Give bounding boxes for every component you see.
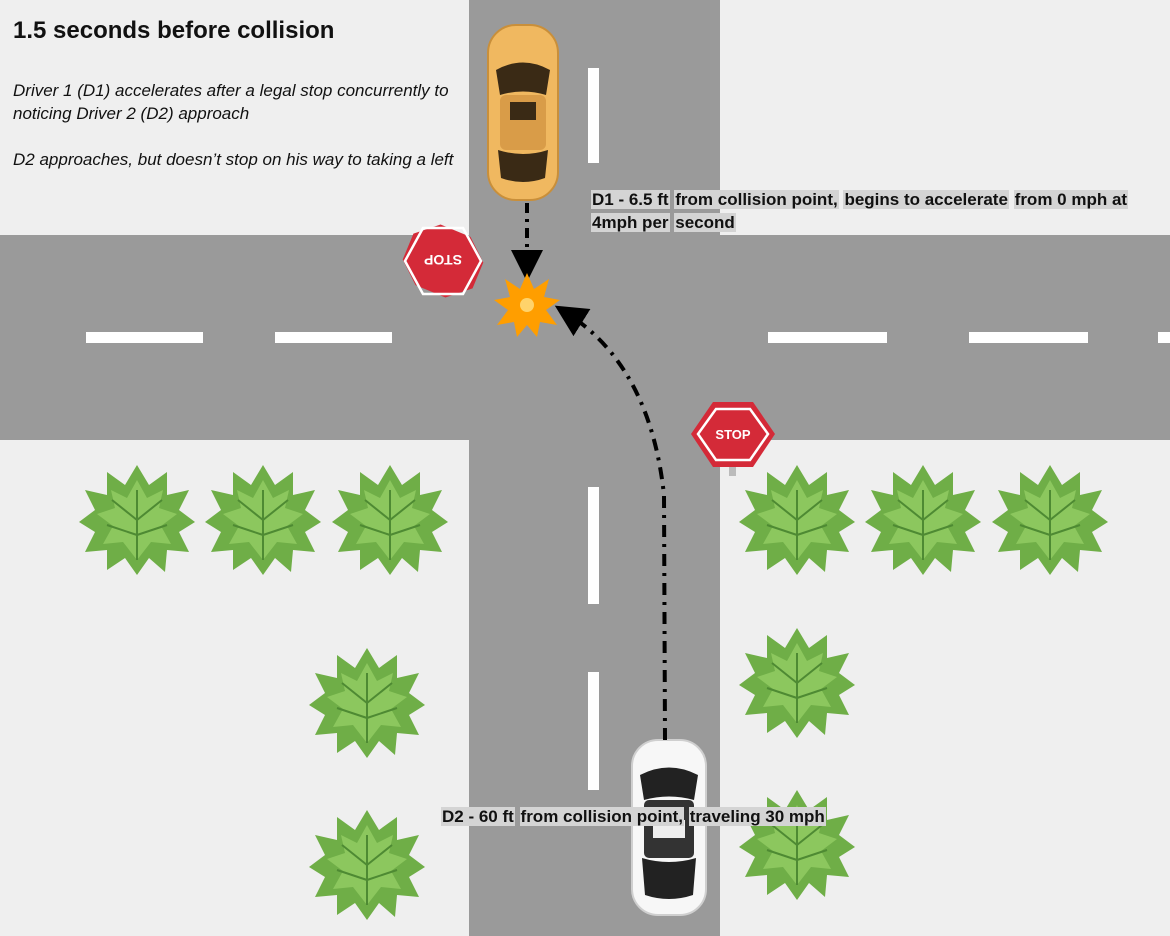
description-d2: D2 approaches, but doesn’t stop on his w…: [13, 150, 454, 169]
page-title: 1.5 seconds before collision: [13, 17, 335, 44]
d1-label-line: from collision point,: [674, 190, 839, 209]
d1-label-line: D1 - 6.5 ft: [591, 190, 670, 209]
stop-sign-d1: STOP: [402, 224, 484, 298]
d2-label-line: D2 - 60 ft: [441, 807, 515, 826]
collision-point-icon: [494, 273, 560, 337]
svg-text:STOP: STOP: [424, 252, 462, 268]
description-d1: Driver 1 (D1) accelerates after a legal …: [13, 81, 449, 123]
d2-label-line: from collision point,: [519, 807, 684, 826]
lane-markings: [86, 68, 1170, 790]
d2-label: D2 - 60 ft from collision point, traveli…: [441, 805, 826, 828]
d2-path-arrow: [554, 305, 667, 741]
d1-car: [487, 24, 559, 201]
svg-text:STOP: STOP: [715, 427, 750, 442]
stop-sign-d2: STOP: [691, 402, 775, 476]
d2-label-line: traveling 30 mph: [688, 807, 826, 826]
d1-label: D1 - 6.5 ft from collision point, begins…: [591, 188, 1170, 234]
d1-label-line: begins to accelerate: [843, 190, 1009, 209]
d1-label-line: second: [674, 213, 736, 232]
d2-car: [631, 739, 707, 916]
